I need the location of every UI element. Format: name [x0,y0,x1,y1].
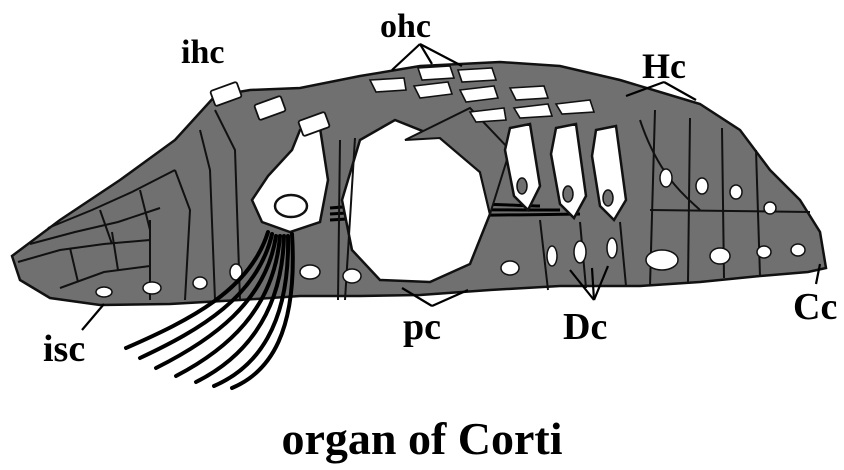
label-hc: Hc [642,48,686,84]
label-cc: Cc [793,288,837,326]
label-ohc: ohc [380,10,431,44]
diagram-title: organ of Corti [0,416,844,462]
label-dc: Dc [563,308,607,346]
label-ihc: ihc [181,36,224,70]
label-isc: isc [43,330,85,368]
label-pc: pc [403,308,441,346]
